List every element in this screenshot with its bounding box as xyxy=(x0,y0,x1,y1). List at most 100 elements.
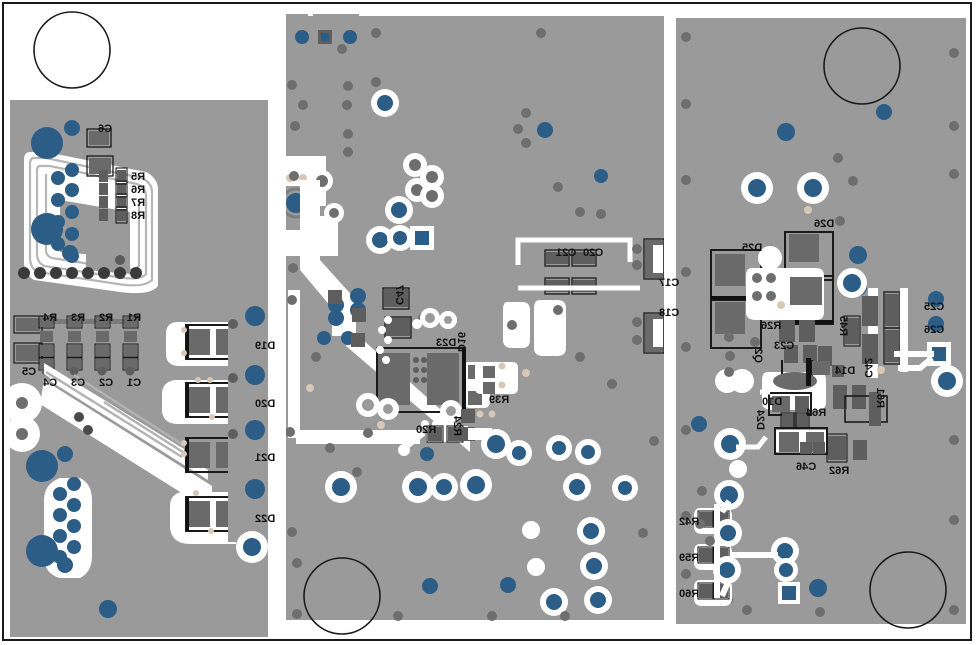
designator-c20: C20 xyxy=(583,247,604,259)
diode-D21 xyxy=(181,437,235,473)
designator-r5: R5 xyxy=(131,171,146,183)
designator-r45: R45 xyxy=(837,315,849,336)
ring-pad xyxy=(714,519,742,547)
designator-c17: C17 xyxy=(659,277,680,289)
designator-r59: R59 xyxy=(679,552,700,564)
pad xyxy=(99,600,117,618)
mounting-hole-top-left xyxy=(33,11,111,89)
ring-pad xyxy=(730,369,754,393)
clearance-ring-group xyxy=(10,383,42,452)
ring-pad xyxy=(931,365,963,397)
designator-r8: R8 xyxy=(131,210,146,222)
diode-D22 xyxy=(170,490,236,544)
designator-d20: D20 xyxy=(255,398,276,410)
designator-c25: C25 xyxy=(924,301,945,313)
designator-d14: D14 xyxy=(835,365,856,377)
designator-c6: C6 xyxy=(98,123,113,135)
designator-d21: D21 xyxy=(255,452,276,464)
component-R20-R24 xyxy=(426,409,496,443)
ring-pad xyxy=(371,89,399,117)
ring-pad xyxy=(420,308,440,328)
via-chain-upper xyxy=(366,153,444,254)
diode-D20 xyxy=(162,377,236,424)
designator-c47: C47 xyxy=(393,284,405,305)
large-pad xyxy=(26,535,58,567)
designator-q2: Q2 xyxy=(752,348,764,363)
slot-shapes xyxy=(503,300,566,356)
designator-d25: D25 xyxy=(742,242,763,254)
pad xyxy=(62,245,78,261)
designator-c46: C46 xyxy=(796,461,817,473)
pad xyxy=(245,306,265,326)
ring-pad xyxy=(439,311,457,329)
designator-r42: R42 xyxy=(679,516,700,528)
ring-pad xyxy=(324,203,344,223)
designator-r4: R4 xyxy=(43,312,58,324)
designator-c1: C1 xyxy=(127,377,142,389)
mounting-hole-bottom-left xyxy=(303,557,381,635)
ring-pad xyxy=(837,268,867,298)
designator-r62: R62 xyxy=(829,465,850,477)
pads-col-right xyxy=(862,296,878,364)
mounting-hole-top-right xyxy=(823,27,901,105)
designator-c2: C2 xyxy=(99,377,114,389)
designator-d19: D19 xyxy=(255,340,276,352)
ring-pad xyxy=(797,172,829,204)
ring-pad xyxy=(758,246,782,270)
designator-d24: D24 xyxy=(754,409,766,430)
component-D16-R39 xyxy=(462,355,518,413)
ring-pad xyxy=(440,400,462,422)
designator-r2: R2 xyxy=(99,312,114,324)
mounting-hole-bottom-right xyxy=(869,551,947,629)
designator-c42: C42 xyxy=(862,357,874,378)
pad xyxy=(777,123,795,141)
ring-pad xyxy=(481,429,511,459)
keepout-left-top xyxy=(10,8,268,100)
designator-r3: R3 xyxy=(71,312,86,324)
resistor-array-R5-R8 xyxy=(99,167,128,224)
silk-square xyxy=(460,203,500,243)
component-cluster-lower-right xyxy=(768,385,888,463)
component-C47 xyxy=(382,287,412,339)
designator-r64: R64 xyxy=(806,407,827,419)
pad-dots-diagonal xyxy=(376,316,392,364)
designator-r39: R39 xyxy=(489,394,510,406)
ring-pad xyxy=(774,558,798,582)
designator-d26: D26 xyxy=(814,218,835,230)
large-pad xyxy=(31,213,63,245)
via-column-left xyxy=(287,171,366,347)
designator-c26: C26 xyxy=(924,324,945,336)
designator-d22: D22 xyxy=(255,513,276,525)
ring-pad xyxy=(377,398,399,420)
capacitor-C17 xyxy=(632,238,664,280)
ring-pad xyxy=(714,428,746,460)
right-board xyxy=(676,8,966,637)
designator-r6: R6 xyxy=(131,184,146,196)
ring-pad xyxy=(356,393,380,417)
designator-c5: C5 xyxy=(22,366,37,378)
designator-r60: R60 xyxy=(679,588,700,600)
large-pad xyxy=(31,127,63,159)
capacitor-C18 xyxy=(632,312,664,354)
diode-D19 xyxy=(166,322,236,366)
designator-d16: D16 xyxy=(455,331,467,352)
designator-r61: R61 xyxy=(874,387,886,408)
pad xyxy=(64,120,80,136)
via-field-lower xyxy=(286,207,659,621)
designator-r26: R26 xyxy=(761,320,782,332)
designator-c18: C18 xyxy=(659,307,680,319)
clearance-diagonal xyxy=(40,380,212,512)
ring-pad xyxy=(729,460,747,478)
rc-array-block xyxy=(13,315,139,376)
center-board xyxy=(286,8,664,637)
ring-pad xyxy=(236,531,268,563)
designator-r7: R7 xyxy=(131,197,146,209)
ring-pad xyxy=(741,172,773,204)
diode-D25 xyxy=(710,249,762,349)
pad xyxy=(51,171,65,185)
designator-d23: D23 xyxy=(436,337,457,349)
smd-pad xyxy=(89,131,109,145)
designator-c23: C23 xyxy=(774,340,795,352)
designator-c21: C21 xyxy=(556,247,577,259)
